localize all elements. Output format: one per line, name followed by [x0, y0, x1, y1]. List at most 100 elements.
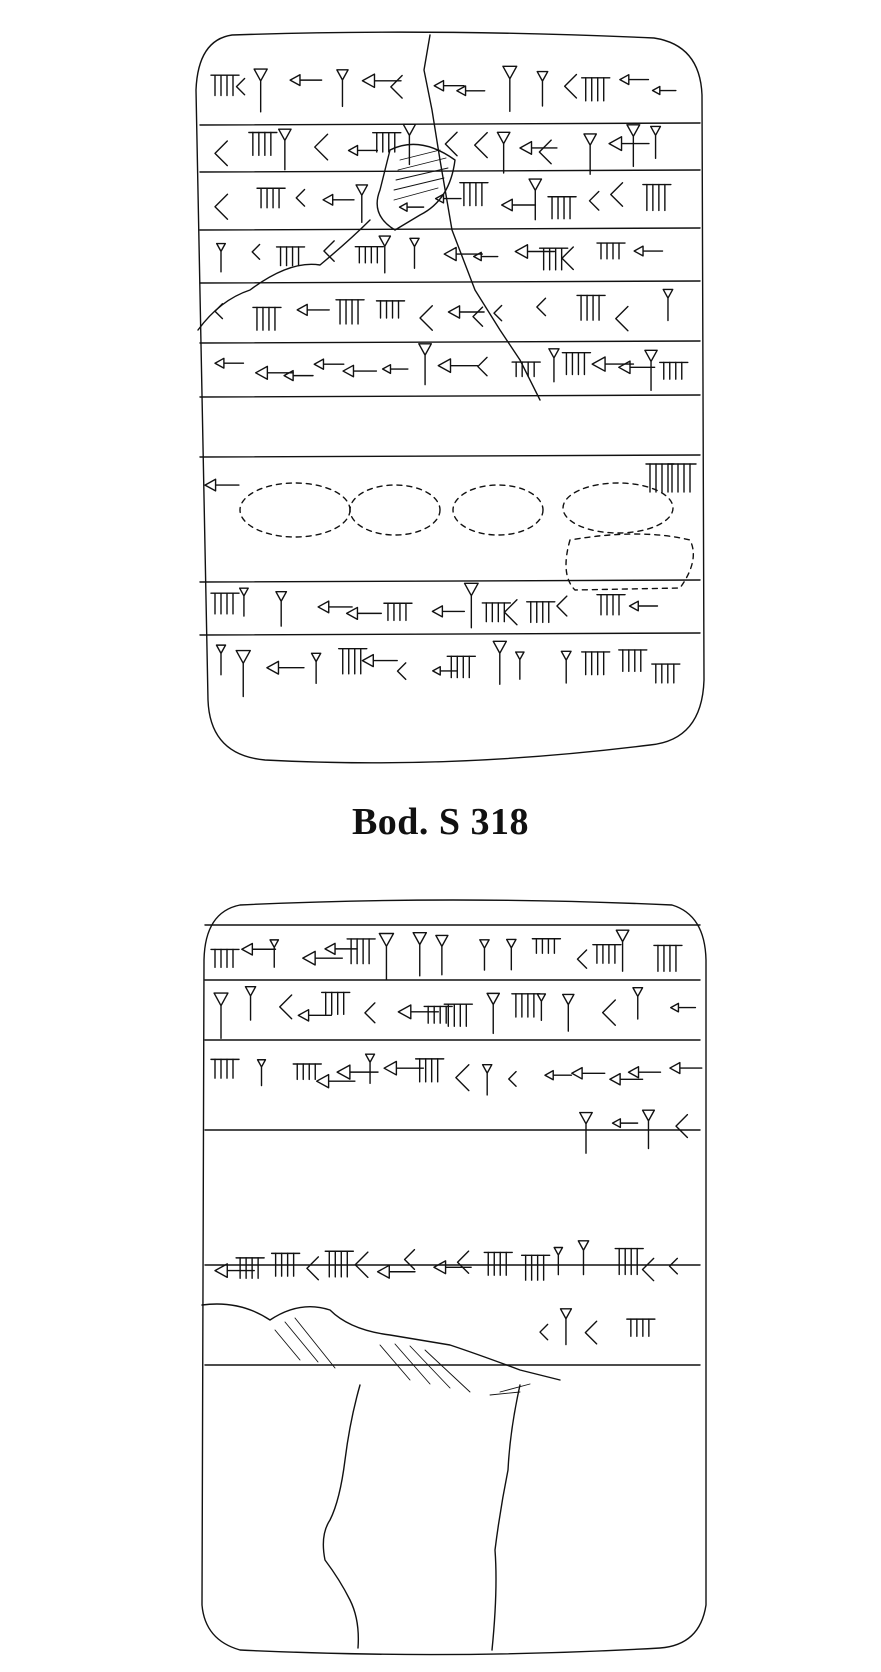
cuneiform-wedge	[559, 1308, 573, 1346]
cuneiform-wedge	[539, 1323, 549, 1341]
cuneiform-wedge	[419, 305, 433, 331]
tablet-reverse	[201, 899, 707, 1656]
cuneiform-wedge	[502, 65, 518, 113]
ruling-line	[199, 280, 701, 284]
cuneiform-wedge	[251, 243, 261, 260]
cuneiform-wedge	[361, 653, 398, 668]
cuneiform-wedge	[641, 1109, 656, 1150]
cuneiform-wedge	[381, 363, 409, 375]
cuneiform-wedge	[626, 124, 641, 168]
cuneiform-wedge	[383, 1060, 425, 1076]
cuneiform-wedge	[297, 1008, 332, 1022]
cuneiform-wedge	[361, 73, 402, 89]
cuneiform-wedge	[296, 303, 330, 317]
cuneiform-wedge	[238, 587, 249, 617]
cuneiform-wedge	[560, 650, 572, 684]
ruling-line	[199, 579, 701, 583]
cuneiform-wedge	[610, 182, 624, 207]
cuneiform-wedge	[615, 305, 629, 332]
cuneiform-wedge	[618, 360, 656, 375]
tablet-obverse-break-left	[197, 219, 371, 331]
cuneiform-wedge	[345, 606, 382, 621]
cuneiform-wedge	[644, 349, 658, 392]
cuneiform-wedge	[214, 193, 229, 220]
cuneiform-wedge	[302, 950, 344, 966]
cuneiform-wedge	[409, 237, 420, 269]
tablet-reverse-signs	[210, 929, 703, 1346]
cuneiform-wedge	[493, 304, 503, 322]
cuneiform-wedge	[364, 1002, 376, 1024]
tablet-reverse-ruling	[204, 924, 701, 1366]
cuneiform-wedge	[256, 1059, 267, 1087]
tablet-obverse-hatching	[393, 149, 449, 201]
cuneiform-wedge	[627, 1066, 662, 1079]
cuneiform-wedge	[651, 85, 677, 96]
cuneiform-wedge	[214, 357, 245, 369]
cuneiform-wedge	[571, 1066, 606, 1080]
cuneiform-wedge	[215, 644, 227, 676]
cuneiform-wedge	[310, 652, 322, 685]
ruling-line	[199, 227, 701, 231]
cuneiform-wedge	[632, 987, 644, 1020]
cuneiform-wedge	[412, 931, 428, 977]
ruling-line	[199, 632, 701, 636]
cuneiform-wedge	[611, 1118, 639, 1129]
cuneiform-wedge	[244, 985, 257, 1021]
cuneiform-wedge	[641, 1257, 655, 1282]
cuneiform-wedge	[492, 640, 508, 685]
cuneiform-wedge	[548, 348, 560, 383]
cuneiform-wedge	[433, 1260, 472, 1275]
tablet-obverse-crack	[423, 34, 541, 401]
tablet-obverse	[195, 31, 705, 764]
cuneiform-wedge	[556, 595, 568, 617]
cuneiform-wedge	[214, 1263, 255, 1279]
cuneiform-wedge	[204, 478, 240, 492]
cuneiform-wedge	[378, 235, 392, 274]
cuneiform-wedge	[577, 1240, 590, 1276]
cuneiform-wedge	[354, 1251, 369, 1279]
cuneiform-wedge	[315, 1073, 356, 1089]
cuneiform-wedge	[479, 939, 490, 971]
cuneiform-wedge	[390, 74, 403, 99]
cuneiform-wedge	[591, 356, 635, 372]
cuneiform-wedge	[514, 244, 556, 259]
tablet-reverse-crack	[322, 1384, 521, 1651]
cuneiform-wedge	[306, 1256, 320, 1281]
cuneiform-wedge	[376, 1264, 416, 1279]
tablet-obverse-signs	[204, 65, 697, 698]
cuneiform-wedge	[396, 662, 407, 681]
cuneiform-wedge	[314, 133, 329, 161]
ruling-line	[199, 454, 701, 458]
cuneiform-wedge	[347, 144, 379, 157]
cuneiform-wedge	[649, 125, 662, 160]
cuneiform-wedge	[342, 364, 378, 378]
cuneiform-wedge	[324, 942, 358, 956]
cuneiform-wedge	[283, 369, 314, 382]
tablet-obverse-damage	[376, 143, 456, 231]
cuneiform-wedge	[432, 666, 458, 676]
tablet-reverse-outline	[201, 899, 707, 1656]
cuneiform-wedge	[538, 139, 552, 165]
cuneiform-wedge	[601, 999, 616, 1026]
cuneiform-wedge	[608, 136, 650, 152]
cuneiform-wedge	[536, 993, 547, 1022]
cuneiform-wedge	[279, 994, 293, 1020]
cuneiform-wedge	[266, 660, 305, 675]
cuneiform-wedge	[561, 993, 575, 1032]
cuneiform-wedge	[214, 140, 228, 167]
ruling-line	[199, 394, 701, 398]
cuneiform-wedge	[609, 1072, 644, 1086]
cuneiform-wedge	[528, 178, 543, 221]
cuneiform-wedge	[472, 306, 484, 327]
ruling-line	[199, 169, 701, 173]
cuneiform-wedge	[215, 242, 227, 273]
cuneiform-wedge	[544, 1069, 573, 1081]
cuneiform-wedge	[235, 77, 246, 96]
cuneiform-wedge	[463, 582, 479, 629]
cuneiform-wedge	[434, 193, 462, 204]
cuneiform-wedge	[496, 131, 511, 174]
cuneiform-wedge	[289, 74, 323, 87]
cuneiform-wedge	[588, 190, 600, 211]
cuneiform-wedge	[435, 934, 449, 976]
